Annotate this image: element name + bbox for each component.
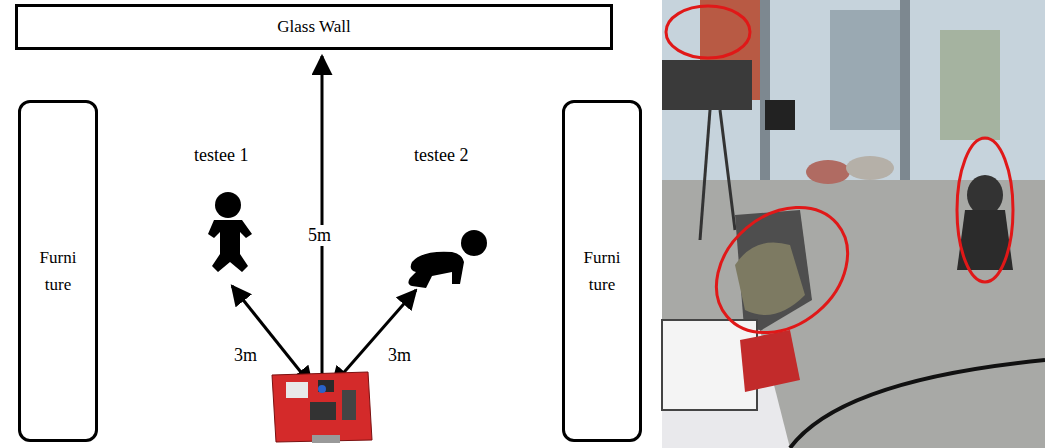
box-text: Furni ture — [577, 244, 627, 298]
distance-arrow — [232, 286, 312, 386]
testee-label: testee 2 — [412, 145, 470, 166]
box-text: Furni ture — [33, 244, 83, 298]
testee-label: testee 1 — [192, 145, 250, 166]
radar-board — [272, 372, 372, 443]
distance-arrow — [332, 290, 416, 386]
distance-arrow — [321, 56, 324, 382]
wall-box: Glass Wall — [15, 4, 613, 50]
distance-label: 5m — [306, 225, 333, 246]
box-text: Glass Wall — [277, 13, 350, 40]
photo — [662, 0, 1045, 448]
furniture-box: Furni ture — [18, 100, 98, 442]
distance-label: 3m — [232, 345, 259, 366]
sitting-baby-icon — [208, 192, 252, 272]
distance-label: 3m — [386, 345, 413, 366]
crawling-baby-icon — [408, 230, 487, 288]
furniture-box: Furni ture — [562, 100, 642, 442]
